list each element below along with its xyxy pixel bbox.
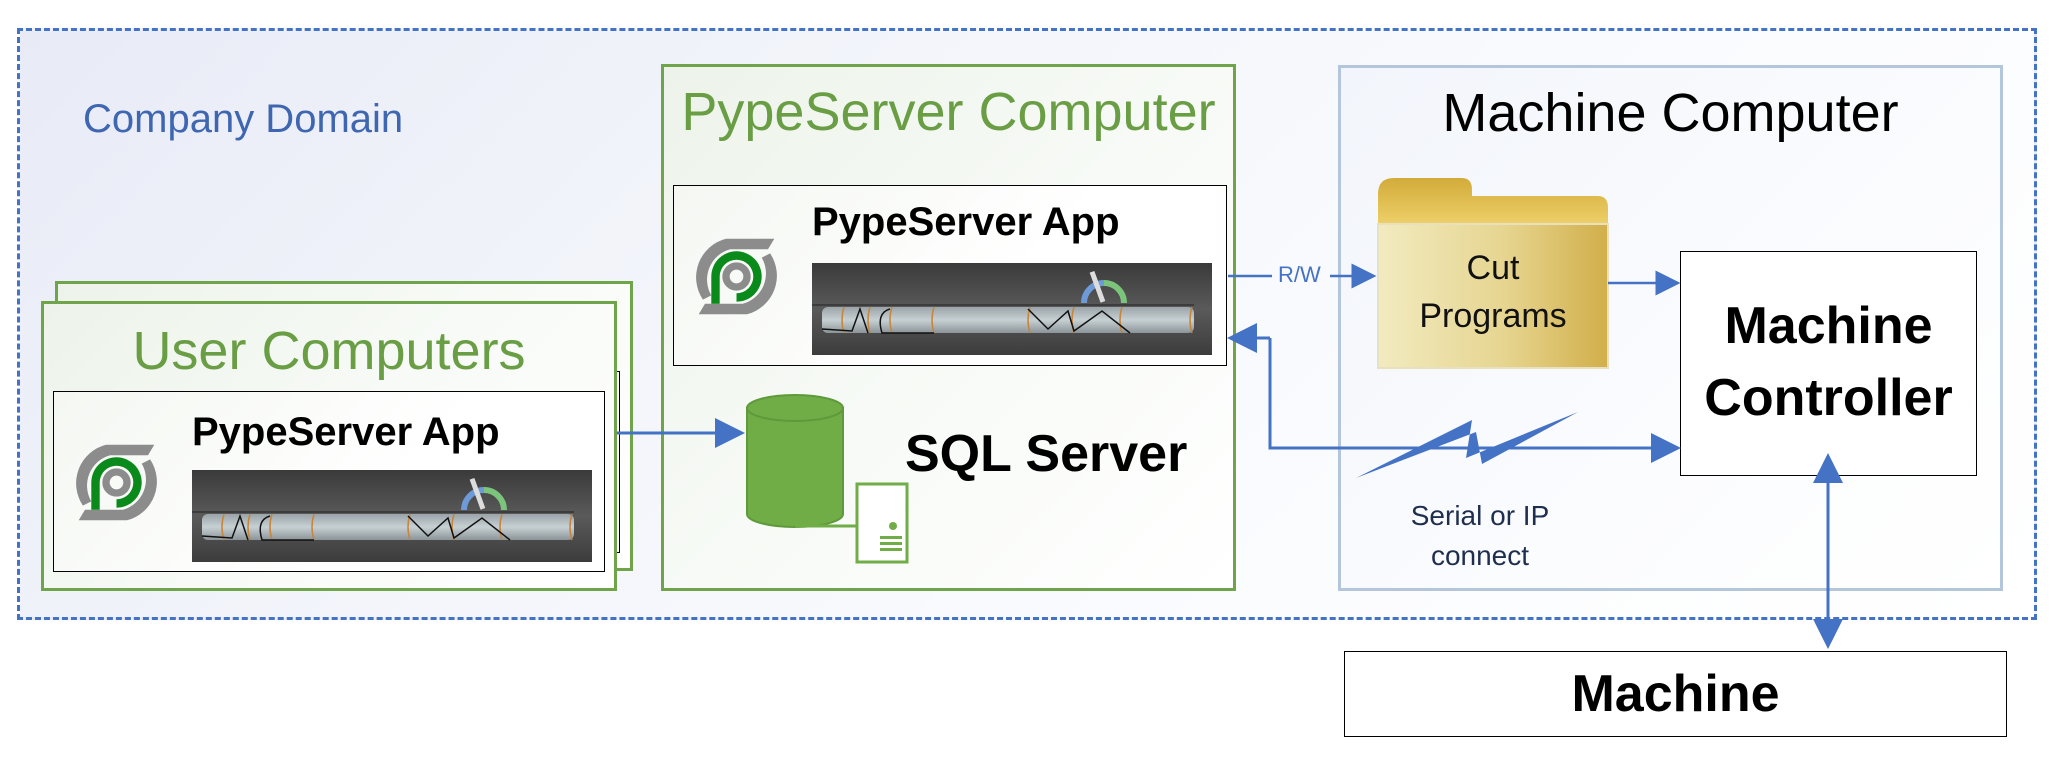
sql-server-label: SQL Server [905, 425, 1188, 483]
folder-label-line1: Cut [1466, 249, 1520, 287]
server-pypeserver-app-box[interactable]: PypeServer App [673, 185, 1227, 366]
machine-label: Machine [1571, 665, 1780, 723]
controller-label-line1: Machine [1724, 297, 1933, 355]
lightning-bolt-icon [1356, 412, 1578, 478]
folder-icon [1377, 178, 1609, 369]
app-screenshot-image [192, 470, 592, 562]
company-domain-label: Company Domain [83, 97, 404, 141]
cut-programs-folder[interactable]: Cut Programs [1376, 176, 1610, 370]
pypeserver-computer-title: PypeServer Computer [681, 82, 1216, 142]
server-controller-link [1268, 338, 1681, 463]
machine-controller-box[interactable]: Machine Controller [1680, 251, 1977, 476]
controller-label-line2: Controller [1704, 369, 1953, 427]
serial-label-line1: Serial or IP [1410, 500, 1550, 531]
app-screenshot-image [812, 263, 1212, 355]
server-app-title: PypeServer App [812, 200, 1120, 244]
machine-computer-title: Machine Computer [1442, 83, 1899, 143]
user-pypeserver-app-box[interactable]: PypeServer App [53, 391, 605, 572]
machine-box[interactable]: Machine [1344, 651, 2007, 737]
folder-label-line2: Programs [1419, 297, 1567, 335]
pypeserver-logo-icon [684, 224, 789, 329]
rw-label: R/W [1278, 262, 1321, 287]
pypeserver-logo-icon [64, 430, 169, 535]
serial-label-line2: connect [1430, 540, 1530, 571]
database-server-icon [745, 392, 915, 564]
user-app-title: PypeServer App [192, 410, 500, 454]
user-computers-title: User Computers [132, 321, 526, 381]
